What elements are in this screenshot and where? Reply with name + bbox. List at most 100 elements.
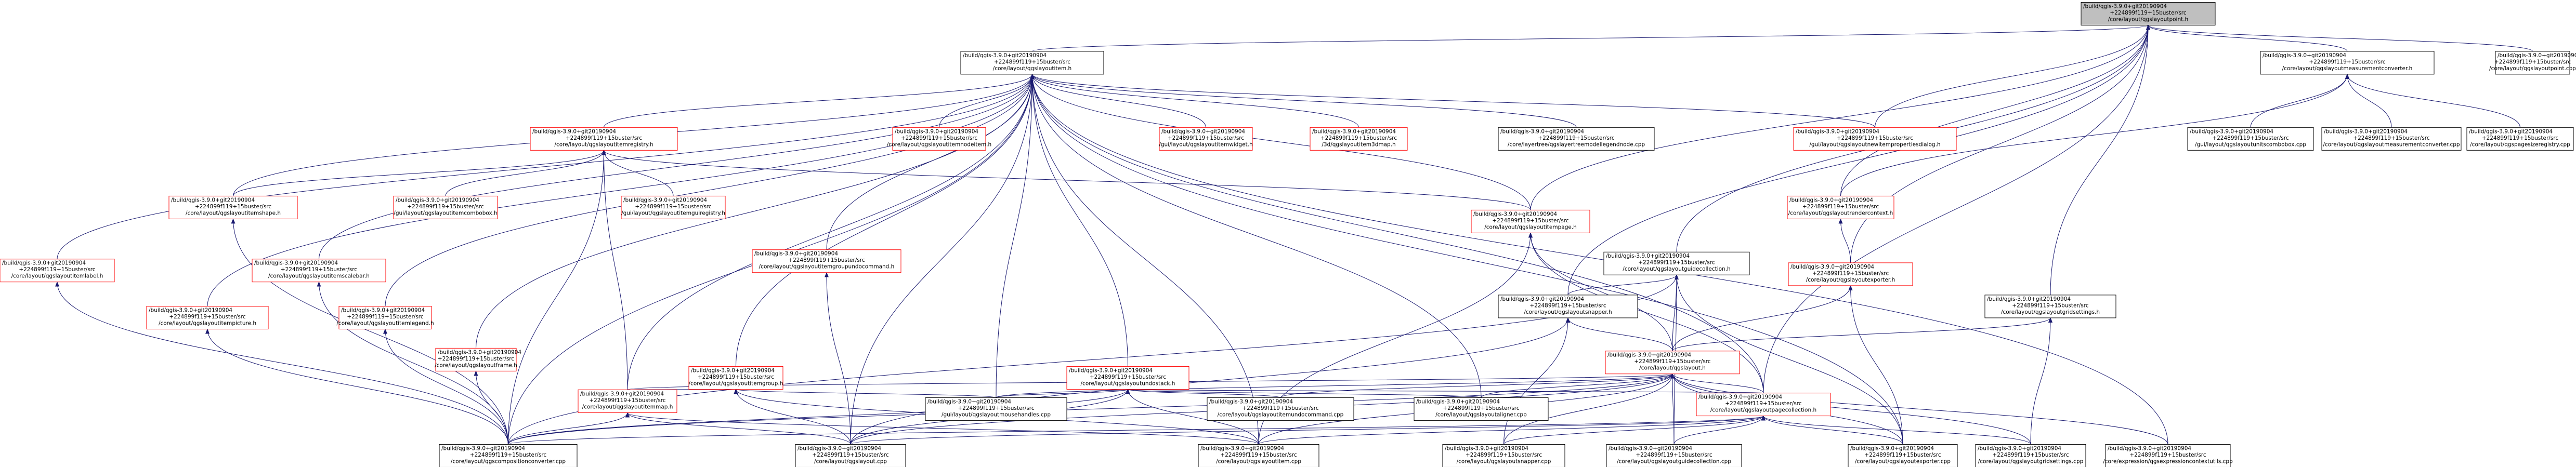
- node-label-line: /build/qgis-3.9.0+git20190904: [1609, 445, 1692, 451]
- dependency-edge: [508, 150, 606, 445]
- dependency-edge: [1838, 218, 1851, 263]
- node-label-line: /core/layout/qgslayoutitempicture.h: [159, 320, 256, 326]
- node-label-line: /core/layout/qgslayoutexporter.h: [1806, 277, 1895, 283]
- dependency-edge: [1875, 24, 2150, 128]
- node-label-line: /core/layout/qgslayoutsnapper.cpp: [1457, 458, 1551, 464]
- file-node[interactable]: /build/qgis-3.9.0+git20190904+224899f119…: [2466, 127, 2574, 151]
- file-node[interactable]: /build/qgis-3.9.0+git20190904+224899f119…: [2103, 444, 2233, 467]
- dependency-edge: [1840, 24, 2150, 196]
- file-node[interactable]: /build/qgis-3.9.0+git20190904+224899f119…: [393, 195, 498, 219]
- node-label-line: /build/qgis-3.9.0+git20190904: [1790, 264, 1874, 270]
- file-node[interactable]: /build/qgis-3.9.0+git20190904+224899f119…: [795, 444, 906, 467]
- dependency-edge: [1481, 373, 1675, 398]
- dependency-edge: [55, 281, 508, 445]
- file-node[interactable]: /build/qgis-3.9.0+git20190904+224899f119…: [2260, 51, 2435, 75]
- file-node[interactable]: /build/qgis-3.9.0+git20190904+224899f119…: [1848, 444, 1958, 467]
- node-label-line: /build/qgis-3.9.0+git20190904: [1796, 128, 1879, 135]
- file-node[interactable]: /build/qgis-3.9.0+git20190904+224899f119…: [252, 259, 386, 283]
- file-node[interactable]: /build/qgis-3.9.0+git20190904+224899f119…: [1310, 127, 1408, 151]
- edge-layer: [55, 24, 2533, 445]
- file-node[interactable]: /build/qgis-3.9.0+git20190904+224899f119…: [2321, 127, 2462, 151]
- node-label-line: /build/qgis-3.9.0+git20190904: [1606, 253, 1690, 259]
- node-label-line: /core/layout/qgslayoutrendercontext.h: [1788, 210, 1893, 216]
- dependency-edge: [1670, 373, 1675, 445]
- file-node[interactable]: /build/qgis-3.9.0+git20190904+224899f119…: [1207, 397, 1354, 421]
- file-node[interactable]: /build/qgis-3.9.0+git20190904+224899f119…: [1498, 295, 1638, 318]
- node-box: [1788, 262, 1913, 286]
- node-box: [578, 389, 677, 413]
- file-node[interactable]: /build/qgis-3.9.0+git20190904+224899f119…: [530, 127, 678, 151]
- node-label-line: /build/qgis-3.9.0+git20190904: [396, 197, 479, 203]
- dependency-edge: [205, 328, 508, 445]
- file-node[interactable]: /build/qgis-3.9.0+git20190904+224899f119…: [435, 348, 521, 371]
- node-label-line: +224899f119+15buster/src: [1090, 374, 1167, 380]
- file-node[interactable]: /build/qgis-3.9.0+git20190904+224899f119…: [336, 305, 434, 329]
- file-node[interactable]: /build/qgis-3.9.0+git20190904+224899f119…: [1787, 195, 1894, 219]
- dependency-edge: [1672, 285, 1853, 351]
- node-label-line: /build/qgis-3.9.0+git20190904: [438, 349, 521, 355]
- file-node[interactable]: /build/qgis-3.9.0+git20190904+224899f119…: [1605, 351, 1740, 375]
- dependency-edge: [625, 412, 851, 445]
- node-label-line: +224899f119+15buster/src: [2110, 10, 2187, 16]
- file-node[interactable]: /build/qgis-3.9.0+git20190904+224899f119…: [1471, 209, 1590, 233]
- file-node[interactable]: /build/qgis-3.9.0+git20190904+224899f119…: [1066, 366, 1189, 390]
- file-node[interactable]: /build/qgis-3.9.0+git20190904+224899f119…: [1975, 444, 2086, 467]
- file-node[interactable]: /build/qgis-3.9.0+git20190904+224899f119…: [925, 397, 1067, 421]
- node-label-line: /core/expression/qgsexpressioncontextuti…: [2103, 458, 2233, 464]
- file-node[interactable]: /build/qgis-3.9.0+git20190904+224899f119…: [2187, 127, 2314, 151]
- file-node[interactable]: /build/qgis-3.9.0+git20190904+224899f119…: [1793, 127, 1957, 151]
- file-node[interactable]: /build/qgis-3.9.0+git20190904+224899f119…: [1414, 397, 1549, 421]
- file-node[interactable]: /build/qgis-3.9.0+git20190904+224899f119…: [1606, 444, 1742, 467]
- file-node[interactable]: /build/qgis-3.9.0+git20190904+224899f119…: [960, 51, 1104, 75]
- node-label-line: /core/layout/qgslayoutitemgroupundocomma…: [759, 264, 895, 270]
- node-box: [960, 51, 1104, 75]
- file-node[interactable]: /build/qgis-3.9.0+git20190904+224899f119…: [168, 195, 298, 219]
- dependency-edge: [1030, 73, 1577, 128]
- node-label-line: +224899f119+15buster/src: [1220, 452, 1297, 458]
- file-node[interactable]: /build/qgis-3.9.0+git20190904+224899f119…: [1696, 393, 1831, 417]
- node-label-line: /build/qgis-3.9.0+git20190904: [149, 307, 232, 313]
- node-box: [0, 259, 115, 283]
- node-label-line: /build/qgis-3.9.0+git20190904: [754, 251, 838, 257]
- file-node[interactable]: /build/qgis-3.9.0+git20190904+224899f119…: [1159, 127, 1253, 151]
- file-node[interactable]: /build/qgis-3.9.0+git20190904+224899f119…: [1788, 262, 1913, 286]
- node-label-line: /gui/layout/qgslayoutitemguiregistry.h: [621, 210, 725, 216]
- node-label-line: /core/layout/qgslayoutpoint.cpp: [2489, 65, 2576, 72]
- dependency-edge: [1030, 73, 1206, 128]
- node-label-line: /core/layout/qgslayoutgridsettings.h: [2001, 309, 2100, 315]
- file-node[interactable]: /build/qgis-3.9.0+git20190904+224899f119…: [1984, 295, 2116, 318]
- file-node[interactable]: /build/qgis-3.9.0+git20190904+224899f119…: [887, 127, 991, 151]
- file-node[interactable]: /build/qgis-3.9.0+git20190904+224899f119…: [688, 366, 783, 390]
- node-label-line: /build/qgis-3.9.0+git20190904: [1987, 296, 2071, 302]
- node-label-line: +224899f119+15buster/src: [1837, 135, 1914, 141]
- node-box: [2187, 127, 2314, 151]
- file-node[interactable]: /build/qgis-3.9.0+git20190904+224899f119…: [1442, 444, 1565, 467]
- node-label-line: +224899f119+15buster/src: [169, 314, 246, 320]
- node-label-line: /build/qgis-3.9.0+git20190904: [691, 367, 775, 373]
- node-label-line: /build/qgis-3.9.0+git20190904: [2324, 128, 2408, 135]
- node-label-line: /build/qgis-3.9.0+git20190904: [2108, 445, 2191, 451]
- dependency-edge: [2146, 24, 2348, 52]
- node-box: [892, 127, 986, 151]
- root-node[interactable]: /build/qgis-3.9.0+git20190904+224899f119…: [2081, 2, 2216, 25]
- node-label-line: /core/layout/qgslayoutmeasurementconvert…: [2323, 141, 2460, 148]
- node-box: [2321, 127, 2462, 151]
- file-node[interactable]: /build/qgis-3.9.0+git20190904+224899f119…: [0, 259, 115, 283]
- node-label-line: /core/layertree/qgslayertreemodellegendn…: [1508, 141, 1645, 148]
- dependency-edge: [1030, 73, 1128, 367]
- file-node[interactable]: /build/qgis-3.9.0+git20190904+224899f119…: [146, 305, 269, 329]
- node-label-line: +224899f119+15buster/src: [2129, 452, 2206, 458]
- file-node[interactable]: /build/qgis-3.9.0+git20190904+224899f119…: [752, 249, 901, 273]
- node-label-line: +224899f119+15buster/src: [1538, 135, 1615, 141]
- node-label-line: +224899f119+15buster/src: [1466, 452, 1542, 458]
- file-node[interactable]: /build/qgis-3.9.0+git20190904+224899f119…: [578, 389, 677, 413]
- file-node[interactable]: /build/qgis-3.9.0+git20190904+224899f119…: [2489, 51, 2576, 75]
- file-node[interactable]: /build/qgis-3.9.0+git20190904+224899f119…: [1198, 444, 1319, 467]
- file-node[interactable]: /build/qgis-3.9.0+git20190904+224899f119…: [1498, 127, 1655, 151]
- node-box: [1848, 444, 1958, 467]
- node-box: [252, 259, 386, 283]
- file-node[interactable]: /build/qgis-3.9.0+git20190904+224899f119…: [1603, 251, 1750, 275]
- file-node[interactable]: /build/qgis-3.9.0+git20190904+224899f119…: [439, 444, 578, 467]
- file-node[interactable]: /build/qgis-3.9.0+git20190904+224899f119…: [621, 195, 726, 219]
